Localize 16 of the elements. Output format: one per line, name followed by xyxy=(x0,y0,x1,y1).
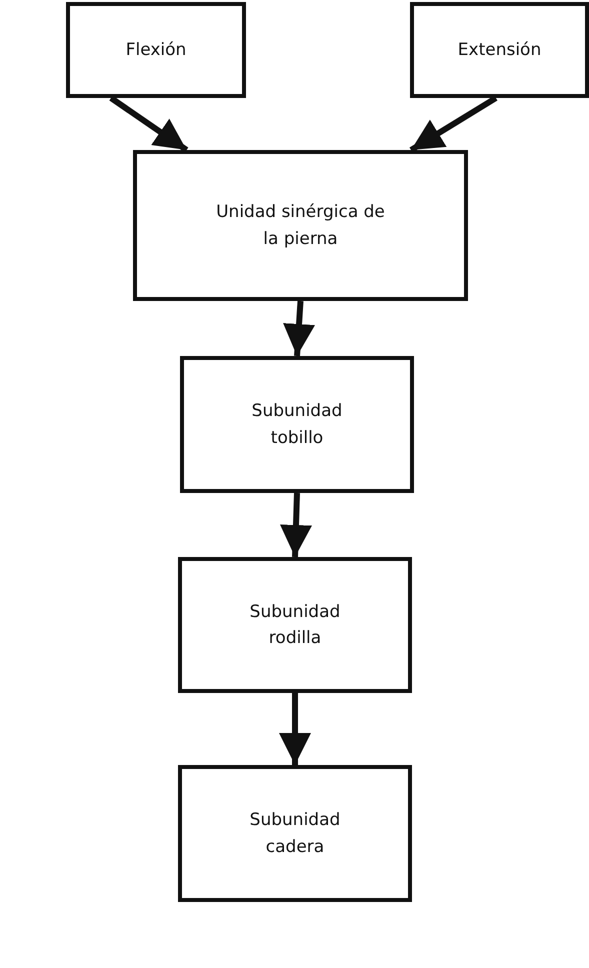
process-box xyxy=(178,765,412,902)
arrow xyxy=(279,693,311,765)
box-label: Subunidad cadera xyxy=(248,809,342,858)
process-box xyxy=(178,557,412,693)
process-box xyxy=(133,150,468,301)
process-box xyxy=(410,2,589,98)
box-label: Subunidad tobillo xyxy=(250,400,344,450)
process-box xyxy=(180,356,414,493)
arrow xyxy=(280,492,312,558)
process-box xyxy=(66,2,246,98)
box-label: Subunidad rodilla xyxy=(248,600,342,650)
arrow xyxy=(283,300,315,356)
box-label: Flexión xyxy=(126,38,186,62)
arrow xyxy=(109,96,188,152)
box-label: Unidad sinérgica de la pierna xyxy=(216,201,386,250)
box-label: Extensión xyxy=(458,38,542,62)
